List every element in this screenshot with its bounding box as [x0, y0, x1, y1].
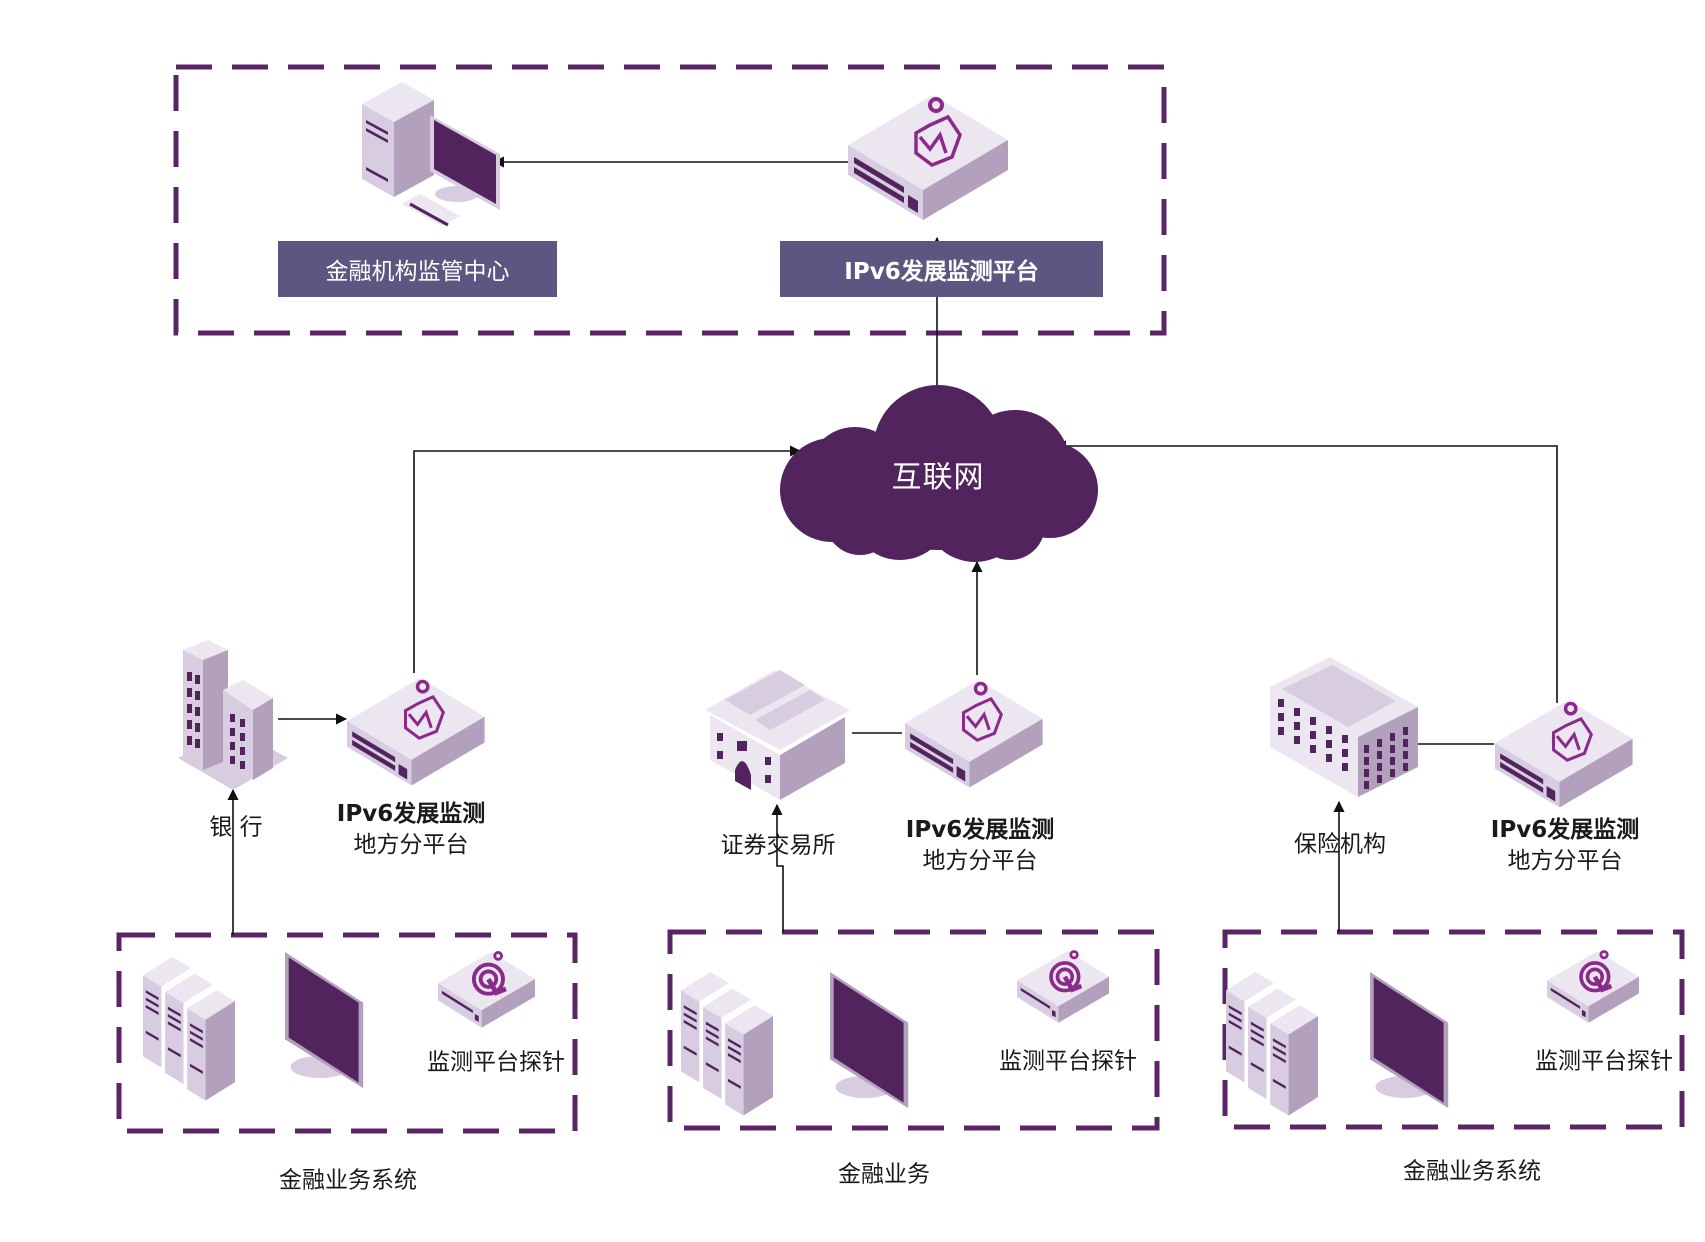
- probe-label-insurance: 监测平台探针: [1535, 1048, 1673, 1075]
- subplatform-label-line2: 地方分平台: [353, 832, 469, 858]
- office-tower-icon: [178, 640, 288, 790]
- system-group-border-exchange: [667, 929, 1160, 1131]
- probe-device-icon: [438, 951, 535, 1028]
- monitor-icon: [285, 952, 364, 1089]
- system-group-label-bank: 金融业务系统: [279, 1167, 417, 1194]
- probe-label-bank: 监测平台探针: [427, 1049, 565, 1076]
- subplatform-label-line2: 地方分平台: [1507, 848, 1623, 874]
- monitor-appliance-icon: [347, 678, 485, 786]
- connector-bank-platform-to-internet: [413, 445, 802, 673]
- system-group-label-insurance: 金融业务系统: [1403, 1158, 1541, 1185]
- monitor-icon: [830, 972, 909, 1109]
- monitor-appliance-icon: [905, 680, 1043, 788]
- subplatform-label-line1: IPv6发展监测: [1490, 816, 1640, 843]
- subplatform-label-line2: 地方分平台: [922, 848, 1038, 874]
- subplatform-label-line1: IPv6发展监测: [905, 816, 1055, 843]
- monitor-icon: [1370, 972, 1449, 1109]
- subplatform-label-insurance: IPv6发展监测 地方分平台: [1491, 815, 1639, 877]
- probe-device-icon: [1017, 950, 1109, 1023]
- connector-insurance-platform-to-internet: [1054, 440, 1558, 703]
- regulator-label: 金融机构监管中心: [325, 259, 510, 285]
- regulator-banner: 金融机构监管中心: [278, 241, 557, 297]
- server-rack-icon: [143, 957, 235, 1101]
- monitor-appliance-icon: [1495, 700, 1633, 808]
- probe-device-icon: [1547, 950, 1639, 1023]
- system-group-label-exchange: 金融业务: [838, 1161, 930, 1188]
- probe-label-exchange: 监测平台探针: [999, 1048, 1137, 1075]
- connector-exchange-systems-to-exchange: [771, 803, 784, 932]
- institution-label-bank: 银 行: [209, 814, 263, 841]
- monitor-appliance-icon: [848, 95, 1008, 220]
- server-rack-icon: [681, 972, 773, 1116]
- institution-label-exchange: 证券交易所: [720, 832, 836, 859]
- top-group-border: [173, 64, 1167, 336]
- subplatform-label-bank: IPv6发展监测 地方分平台: [337, 799, 485, 861]
- subplatform-label-exchange: IPv6发展监测 地方分平台: [906, 815, 1054, 877]
- server-rack-icon: [1226, 972, 1318, 1116]
- desktop-computer-icon: [362, 82, 500, 227]
- cloud-icon: [780, 385, 1098, 562]
- platform-banner: IPv6发展监测平台: [780, 241, 1103, 297]
- exchange-building-icon: [705, 670, 850, 800]
- internet-label: 互联网: [891, 460, 985, 495]
- platform-label: IPv6发展监测平台: [844, 259, 1039, 285]
- subplatform-label-line1: IPv6发展监测: [336, 800, 486, 827]
- system-group-border-insurance: [1222, 929, 1685, 1130]
- institution-label-insurance: 保险机构: [1294, 831, 1386, 858]
- system-group-border-bank: [116, 932, 578, 1134]
- office-building-icon: [1270, 657, 1418, 797]
